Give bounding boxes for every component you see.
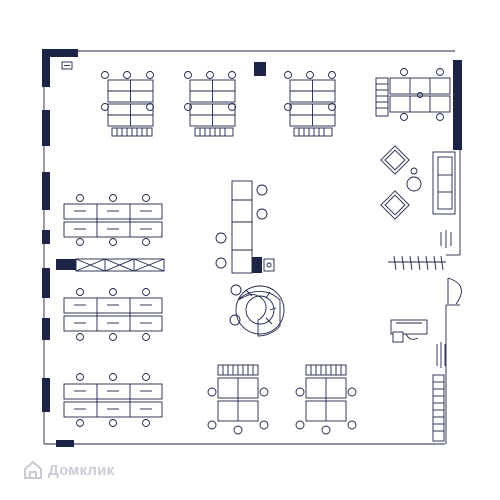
house-logo-icon (24, 460, 42, 479)
desk-cluster-top-right (284, 71, 336, 137)
reception-desk (390, 319, 428, 343)
round-meeting-table (229, 284, 285, 337)
wall-fixtures (61, 61, 275, 272)
desk-cluster-left-middle (63, 288, 163, 341)
storage-right (432, 342, 446, 442)
desk-cluster-top-far-right (375, 68, 451, 121)
desk-cluster-top-middle (184, 71, 236, 137)
watermark: Домклик (22, 458, 114, 482)
desk-cluster-left-upper (63, 194, 163, 246)
central-bench (215, 180, 268, 274)
lounge-area (380, 145, 456, 271)
desk-cluster-top-left (101, 71, 154, 137)
storage-cabinets-left (75, 258, 165, 272)
desk-cluster-bottom-right (295, 364, 357, 435)
desk-cluster-left-lower (63, 373, 163, 427)
walls (42, 49, 462, 447)
watermark-text: Домклик (48, 461, 115, 479)
desk-cluster-bottom-middle (207, 364, 269, 435)
